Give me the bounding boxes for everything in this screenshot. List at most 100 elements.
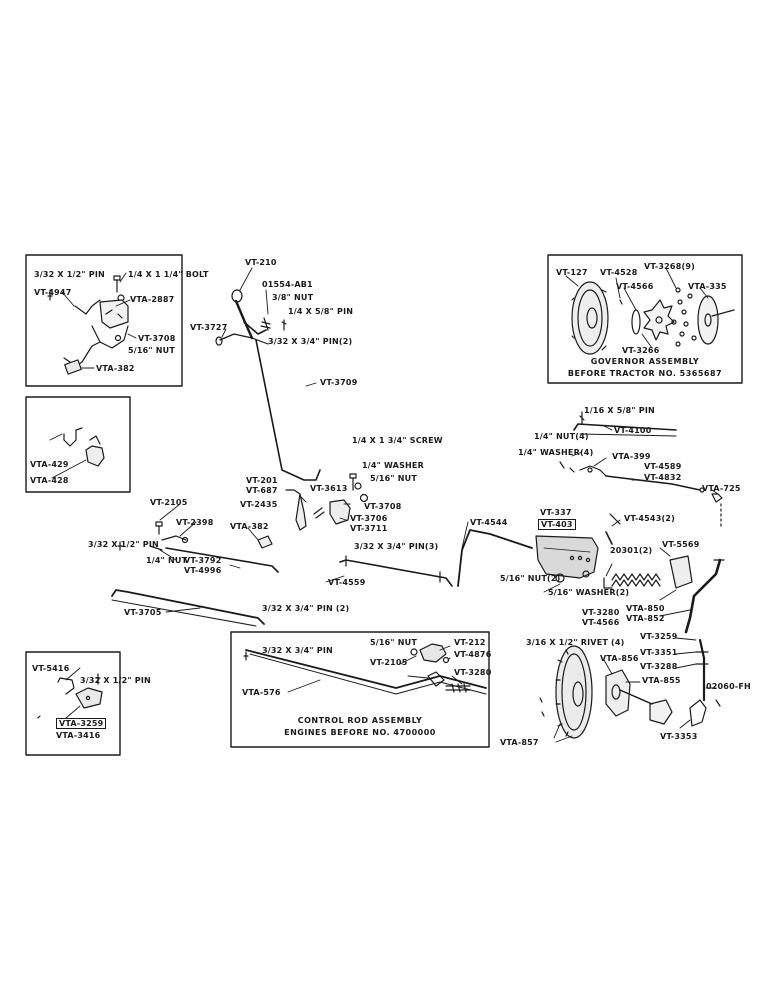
rivets: [539, 697, 545, 717]
label-pin-332x34-2b: 3/32 X 3/4" PIN (2): [262, 604, 350, 613]
tl-block-382: [64, 359, 82, 375]
block-337: [535, 535, 599, 579]
pin-116: [579, 411, 585, 425]
link-5416: [57, 677, 75, 695]
governor-washer: [631, 309, 641, 335]
label-washer-4: 1/4" WASHER(4): [518, 448, 594, 457]
tl-bolt-part: [113, 275, 121, 293]
label-vt-3268-9: VT-3268(9): [644, 262, 695, 271]
label-washer-14: 1/4" WASHER: [362, 461, 424, 470]
label-vt-4566: VT-4566: [616, 282, 654, 291]
label-rod-pin: 3/32 X 3/4" PIN: [262, 646, 333, 655]
label-vt-4544: VT-4544: [470, 518, 508, 527]
label-pin-332x34-3: 3/32 X 3/4" PIN(3): [354, 542, 439, 551]
label-vt-5569: VT-5569: [662, 540, 700, 549]
governor-plate: [697, 295, 735, 345]
label-vt-2435: VT-2435: [240, 500, 278, 509]
label-screw: 1/4 X 1 3/4" SCREW: [352, 436, 443, 445]
label-vt-337: VT-337: [540, 508, 572, 517]
label-pin-116x58: 1/16 X 5/8" PIN: [584, 406, 655, 415]
end-725: [711, 493, 723, 503]
label-vt-3353: VT-3353: [660, 732, 698, 741]
inset-control-rod-box: [230, 631, 490, 748]
label-nut-38: 3/8" NUT: [272, 293, 314, 302]
label-vt-4528: VT-4528: [600, 268, 638, 277]
label-rod-vt-3280: VT-3280: [454, 668, 492, 677]
arm-850: [684, 558, 722, 634]
label-vt-4100: VT-4100: [614, 426, 652, 435]
label-vt-3266: VT-3266: [622, 346, 660, 355]
label-02060-fh: 02060-FH: [706, 682, 751, 691]
spring-20301: [603, 573, 661, 589]
washer-516: [555, 573, 565, 583]
governor-gear-2: [555, 645, 593, 739]
label-vt-3613: VT-3613: [310, 484, 348, 493]
rod-3709: [255, 339, 321, 481]
label-vta-856: VTA-856: [600, 654, 639, 663]
plate-3708: [329, 499, 351, 525]
label-20301-2: 20301(2): [610, 546, 653, 555]
label-bl-pin: 3/32 X 1/2" PIN: [80, 676, 151, 685]
label-vt-3259: VT-3259: [640, 632, 678, 641]
lever-knob: [231, 289, 243, 303]
label-nut-516-2: 5/16" NUT(2): [500, 574, 561, 583]
label-vta-855: VTA-855: [642, 676, 681, 685]
label-nut-4: 1/4" NUT(4): [534, 432, 589, 441]
label-vta-2887: VTA-2887: [130, 295, 175, 304]
label-vta-576: VTA-576: [242, 688, 281, 697]
cam-856: [605, 669, 631, 717]
label-vt-210: VT-210: [245, 258, 277, 267]
label-nut-516-mid: 5/16" NUT: [370, 474, 418, 483]
label-rod-vt-2105: VT-2105: [370, 658, 408, 667]
governor-balls: [671, 287, 697, 347]
label-mid-vt-3708: VT-3708: [364, 502, 402, 511]
governor-spider: [643, 299, 675, 341]
label-vt-4589: VT-4589: [644, 462, 682, 471]
label-tl-nut: 5/16" NUT: [128, 346, 176, 355]
label-vta-852: VTA-852: [626, 614, 665, 623]
throttle-lever: [234, 299, 254, 340]
label-vt-3711: VT-3711: [350, 524, 388, 533]
bracket-5569: [669, 555, 693, 589]
label-vt-4832: VT-4832: [644, 473, 682, 482]
label-pin-14x58: 1/4 X 5/8" PIN: [288, 307, 354, 316]
label-vta-429: VTA-429: [30, 460, 69, 469]
clip-3353: [689, 699, 707, 727]
tl-link-4947: [74, 299, 101, 315]
caption-governor-2: BEFORE TRACTOR NO. 5365687: [567, 369, 723, 378]
rod-576: [245, 649, 487, 689]
caption-control-rod-1: CONTROL ROD ASSEMBLY: [297, 716, 423, 725]
label-vta-335: VTA-335: [688, 282, 727, 291]
label-vt-212: VT-212: [454, 638, 486, 647]
inset-governor-box: [547, 254, 743, 384]
label-vta-3416: VTA-3416: [56, 731, 101, 740]
inset-bracket-box: [25, 396, 131, 493]
label-01554-ab1: 01554-AB1: [262, 280, 313, 289]
label-vt-403: VT-403: [538, 519, 576, 530]
label-vt-4947: VT-4947: [34, 288, 72, 297]
label-vt-4559: VT-4559: [328, 578, 366, 587]
label-vt-3727: VT-3727: [190, 323, 228, 332]
label-vt-4566-right: VT-4566: [582, 618, 620, 627]
shaft-3259: [698, 638, 706, 702]
leader-lines: [49, 267, 719, 743]
rod-4544: [457, 529, 533, 587]
label-vt-4876: VT-4876: [454, 650, 492, 659]
label-vt-4543-2: VT-4543(2): [624, 514, 675, 523]
arm-2435: [295, 493, 307, 531]
label-vt-3706: VT-3706: [350, 514, 388, 523]
label-tl-pin: 3/32 X 1/2" PIN: [34, 270, 105, 279]
label-pin-332x34-2: 3/32 X 3/4" PIN(2): [268, 337, 353, 346]
label-vt-2398: VT-2398: [176, 518, 214, 527]
clip-3613: [313, 507, 325, 519]
caption-governor-1: GOVERNOR ASSEMBLY: [590, 357, 700, 366]
spring-part: [260, 317, 271, 331]
label-rod-nut: 5/16" NUT: [370, 638, 418, 647]
rod-3705: [111, 589, 265, 625]
label-pin-332x12-left: 3/32 X 1/2" PIN: [88, 540, 159, 549]
bracket-428: [85, 445, 105, 467]
label-vt-5416: VT-5416: [32, 664, 70, 673]
inset-throttle-box: [25, 254, 183, 387]
